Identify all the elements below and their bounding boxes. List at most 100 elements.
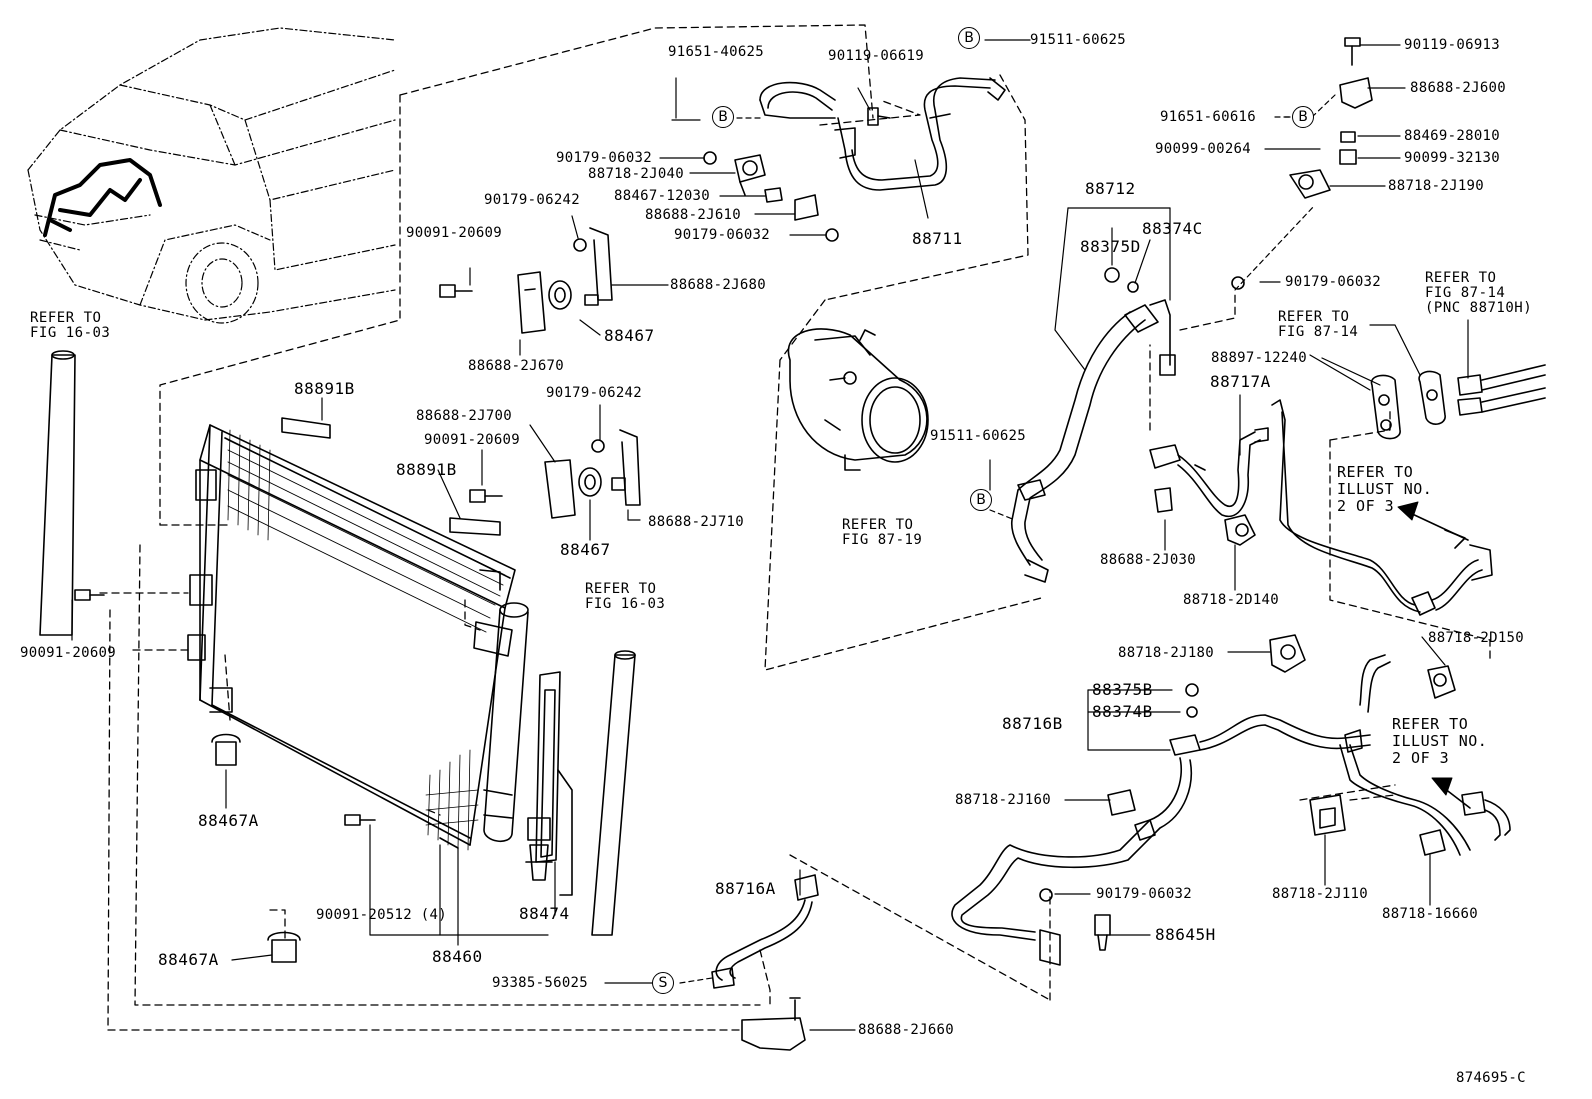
ref-illust-2-of-3-b[interactable]: REFER TO ILLUST NO. 2 OF 3 xyxy=(1392,715,1488,767)
stay-88897-12240 xyxy=(1370,374,1401,440)
label-88688-2J600: 88688-2J600 xyxy=(1410,80,1507,96)
nut-90179-06032-d xyxy=(1039,888,1053,902)
label-88718-16660: 88718-16660 xyxy=(1382,906,1479,922)
nut-90179-06032-b xyxy=(825,228,839,242)
label-88718-2J180: 88718-2J180 xyxy=(1118,645,1215,661)
o-ring-88374B xyxy=(1186,706,1198,718)
callout-b-91651-40625: B xyxy=(712,106,734,128)
label-88375B: 88375B xyxy=(1092,680,1153,699)
bolt-90091-20609-b xyxy=(469,489,503,503)
label-91651-60616: 91651-60616 xyxy=(1160,109,1257,125)
condenser-88460 xyxy=(187,424,516,849)
mount-bushing-88467A-b xyxy=(267,931,301,963)
receiver-dryer xyxy=(473,602,529,842)
pipe-88716A xyxy=(711,874,819,989)
label-88718-2J040: 88718-2J040 xyxy=(588,166,685,182)
bolt-90091-20512 xyxy=(344,814,376,826)
clamp-88718-2J180 xyxy=(1269,634,1306,673)
condenser-core-fins xyxy=(227,439,506,633)
pipe-pnc-88710H xyxy=(1457,364,1546,416)
clamp-88718-2J190 xyxy=(1289,169,1331,199)
nut-90179-06032-c xyxy=(1231,276,1245,290)
clamp-88718-2D150 xyxy=(1427,665,1456,699)
ref-fig-16-03-left[interactable]: REFER TO FIG 16-03 xyxy=(30,310,111,341)
label-90099-00264: 90099-00264 xyxy=(1155,141,1252,157)
label-88688-2J700: 88688-2J700 xyxy=(416,408,513,424)
bracket-88688-2J670 xyxy=(517,271,546,334)
label-88688-2J030: 88688-2J030 xyxy=(1100,552,1197,568)
nut-90179-06242-a xyxy=(573,238,587,252)
label-90091-20609-c: 90091-20609 xyxy=(20,645,117,661)
ref-fig-16-03-right[interactable]: REFER TO FIG 16-03 xyxy=(585,581,666,612)
vehicle-outline-illustration xyxy=(27,27,396,324)
bracket-88688-2J600 xyxy=(1339,77,1373,109)
plug-88474 xyxy=(525,817,553,881)
callout-dashed-leaders xyxy=(736,94,1336,521)
diagram-code: 874695-C xyxy=(1456,1070,1526,1086)
label-88897-12240: 88897-12240 xyxy=(1211,350,1308,366)
compressor xyxy=(787,328,929,471)
bolt-88469-28010 xyxy=(1340,131,1356,143)
bushing-90099-32130 xyxy=(1339,149,1357,165)
ref-fig-87-14-b[interactable]: REFER TO FIG 87-14 (PNC 88710H) xyxy=(1425,270,1533,316)
label-88711: 88711 xyxy=(912,229,963,248)
bushing-88467-b xyxy=(578,467,602,497)
label-90099-32130: 90099-32130 xyxy=(1404,150,1501,166)
label-90091-20609-a: 90091-20609 xyxy=(406,225,503,241)
arrow-head-a xyxy=(1397,501,1419,521)
label-88688-2J610: 88688-2J610 xyxy=(645,207,742,223)
label-88460: 88460 xyxy=(432,947,483,966)
label-88717A: 88717A xyxy=(1210,372,1271,391)
label-88716A: 88716A xyxy=(715,879,776,898)
label-88718-2J160: 88718-2J160 xyxy=(955,792,1052,808)
label-88716B: 88716B xyxy=(1002,714,1063,733)
ref-illust-2-of-3-a[interactable]: REFER TO ILLUST NO. 2 OF 3 xyxy=(1337,463,1433,515)
mount-bushing-88467A-a xyxy=(211,733,241,766)
o-ring-88375B xyxy=(1185,683,1199,697)
seal-88891B-mid xyxy=(449,517,501,536)
label-88718-2J190: 88718-2J190 xyxy=(1388,178,1485,194)
label-91511-60625-mid: 91511-60625 xyxy=(930,428,1027,444)
liquid-pipe-88716B xyxy=(951,654,1511,966)
bracket-88688-2J680 xyxy=(584,227,613,306)
bracket-88688-2J660 xyxy=(741,997,806,1051)
suction-hose-88712 xyxy=(1010,299,1176,583)
seal-88474-frame xyxy=(535,671,573,896)
label-88688-2J680: 88688-2J680 xyxy=(670,277,767,293)
label-90119-06619: 90119-06619 xyxy=(828,48,925,64)
o-ring-88374C xyxy=(1127,281,1139,293)
bracket-88688-2J610 xyxy=(794,194,819,221)
callout-s-93385-56025: S xyxy=(652,972,674,994)
label-88718-2J110: 88718-2J110 xyxy=(1272,886,1369,902)
label-88467-b: 88467 xyxy=(560,540,611,559)
label-88718-2D150: 88718-2D150 xyxy=(1428,630,1525,646)
stay-fig87-14 xyxy=(1418,370,1446,425)
liquid-pipe-88717A xyxy=(1149,399,1493,616)
ref-fig-87-19[interactable]: REFER TO FIG 87-19 xyxy=(842,517,923,548)
label-90091-20512: 90091-20512 (4) xyxy=(316,907,447,923)
bushing-88467-12030 xyxy=(764,187,783,203)
vehicle-engine-harness xyxy=(43,158,162,237)
arrow-refer-illust-a xyxy=(1407,511,1469,541)
label-88688-2J660: 88688-2J660 xyxy=(858,1022,955,1038)
label-88891B-a: 88891B xyxy=(294,379,355,398)
bracket-88688-2J700 xyxy=(544,459,576,519)
label-90119-06913: 90119-06913 xyxy=(1404,37,1501,53)
label-88467-12030: 88467-12030 xyxy=(614,188,711,204)
clamp-88718-2J040 xyxy=(734,154,766,196)
ref-fig-87-14-a[interactable]: REFER TO FIG 87-14 xyxy=(1278,309,1359,340)
label-88891B-b: 88891B xyxy=(396,460,457,479)
bolt-90091-20609-a xyxy=(439,284,473,298)
bolt-90091-20609-left xyxy=(74,589,105,601)
label-88712: 88712 xyxy=(1085,179,1136,198)
bolt-90119-06913 xyxy=(1344,37,1361,66)
label-88688-2J710: 88688-2J710 xyxy=(648,514,745,530)
seal-strip-right xyxy=(591,650,636,936)
bracket-88688-2J710 xyxy=(611,429,641,506)
arrow-head-b xyxy=(1431,777,1453,796)
label-88467A-a: 88467A xyxy=(198,811,259,830)
callout-b-91651-60616: B xyxy=(1292,106,1314,128)
condenser-core-grid xyxy=(227,429,479,851)
label-90179-06032-b: 90179-06032 xyxy=(674,227,771,243)
label-88375D: 88375D xyxy=(1080,237,1141,256)
